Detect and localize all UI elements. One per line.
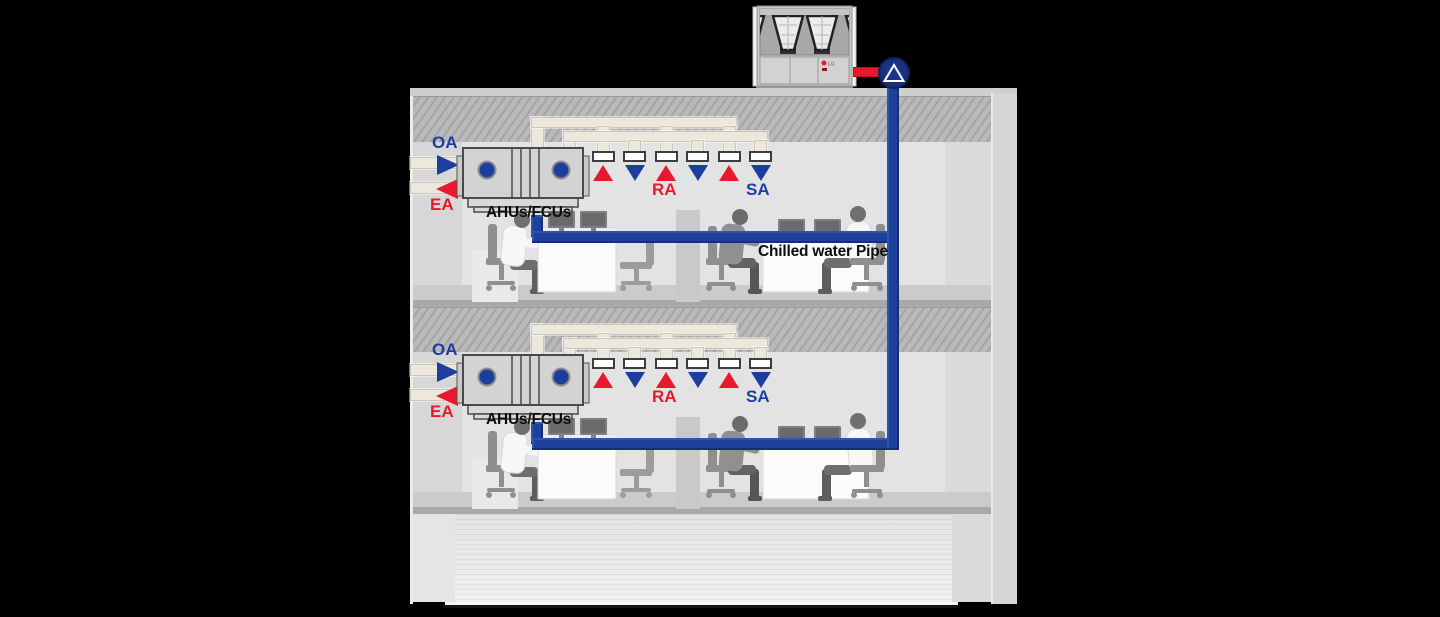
ground-right-pillar — [952, 514, 991, 602]
lower-floor-edge — [410, 507, 991, 514]
sa-label: SA — [746, 180, 770, 199]
roof-surface — [410, 88, 1017, 96]
svg-text:LG: LG — [828, 62, 835, 68]
left-outer-edge — [410, 96, 413, 604]
chiller-fan-icons — [760, 15, 849, 54]
ceiling-diffuser — [655, 151, 678, 162]
ceiling-diffuser — [749, 151, 772, 162]
upper-floor-edge — [410, 300, 991, 307]
chiller-brand-logo: LG — [821, 60, 835, 71]
oa-arrow-icon — [437, 362, 459, 382]
ceiling-diffuser — [655, 358, 678, 369]
return-air-arrow-icon — [593, 372, 613, 388]
chilled-water-branch-pipe — [532, 438, 898, 450]
ea-arrow-icon — [436, 386, 458, 406]
ceiling-diffuser — [686, 151, 709, 162]
ea-arrow-icon — [436, 179, 458, 199]
ceiling-diffuser — [718, 358, 741, 369]
return-air-arrow-icon — [656, 165, 676, 181]
return-air-arrow-icon — [593, 165, 613, 181]
supply-duct-main — [563, 131, 768, 142]
chilled-water-riser-pipe — [887, 84, 899, 450]
sa-label: SA — [746, 387, 770, 406]
oa-label: OA — [432, 133, 458, 152]
supply-air-arrow-icon — [751, 372, 771, 388]
chilled-water-pipe-label: Chilled water Pipe — [758, 243, 888, 260]
air-cooled-chiller: LG — [752, 5, 857, 88]
ra-label: RA — [652, 387, 677, 406]
ceiling-diffuser — [686, 358, 709, 369]
ahu-label: AHUs/FCUs — [486, 411, 572, 428]
ra-label: RA — [652, 180, 677, 199]
supply-air-arrow-icon — [625, 372, 645, 388]
lower-floor-right-corner — [945, 352, 991, 492]
ceiling-diffuser — [718, 151, 741, 162]
ground-trim — [445, 602, 958, 606]
upper-floor-equipment: OA EA RA SA AHUs/FCUs Chilled water Pipe — [410, 117, 898, 310]
supply-air-arrow-icon — [751, 165, 771, 181]
ceiling-diffuser — [592, 151, 615, 162]
ceiling-diffuser — [592, 358, 615, 369]
return-duct-main — [531, 117, 737, 128]
return-air-arrow-icon — [719, 165, 739, 181]
ea-label: EA — [430, 402, 454, 421]
lower-floor-equipment: OA EA RA SA AHUs/FCUs — [0, 207, 1440, 517]
ea-label: EA — [430, 195, 454, 214]
ground-level — [455, 514, 952, 602]
ahu-label: AHUs/FCUs — [486, 204, 572, 221]
ground-left-pillar — [410, 514, 455, 602]
right-outer-wall — [991, 93, 1017, 604]
pump-icon — [878, 57, 910, 89]
supply-duct-main — [563, 338, 768, 349]
upper-floor-right-corner — [945, 142, 991, 285]
oa-label: OA — [432, 340, 458, 359]
ceiling-diffuser — [749, 358, 772, 369]
chilled-water-branch-pipe — [532, 231, 898, 243]
return-duct-main — [531, 324, 737, 335]
supply-air-arrow-icon — [688, 372, 708, 388]
ceiling-diffuser — [623, 151, 646, 162]
condenser-red-pipe — [853, 67, 881, 77]
return-air-arrow-icon — [656, 372, 676, 388]
ground-line — [443, 605, 960, 608]
ceiling-diffuser — [623, 358, 646, 369]
supply-air-arrow-icon — [625, 165, 645, 181]
return-air-arrow-icon — [719, 372, 739, 388]
oa-arrow-icon — [437, 155, 459, 175]
supply-air-arrow-icon — [688, 165, 708, 181]
